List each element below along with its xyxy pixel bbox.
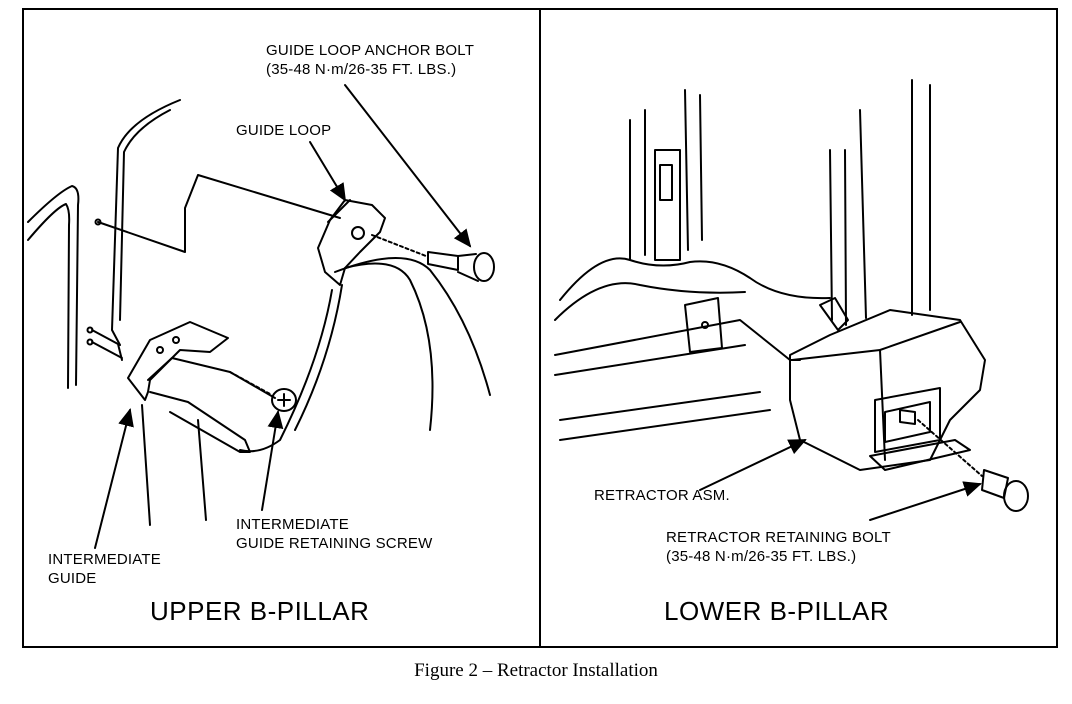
upper-panel-title: UPPER B-PILLAR [150, 596, 370, 626]
anchor-bolt-torque-label: (35-48 N·m/26-35 FT. LBS.) [266, 61, 457, 78]
retractor-bolt-torque-label: (35-48 N·m/26-35 FT. LBS.) [666, 548, 857, 565]
retaining-screw-label-line1: INTERMEDIATE [236, 516, 349, 533]
retaining-screw-label-line2: GUIDE RETAINING SCREW [236, 535, 433, 552]
retractor-bolt-label: RETRACTOR RETAINING BOLT [666, 529, 891, 546]
panel-divider [539, 8, 541, 648]
guide-loop-label: GUIDE LOOP [236, 122, 332, 139]
anchor-bolt-label: GUIDE LOOP ANCHOR BOLT [266, 42, 475, 59]
intermediate-guide-label-line1: INTERMEDIATE [48, 551, 161, 568]
lower-pillar-drawing [554, 79, 1029, 521]
retractor-asm-label: RETRACTOR ASM. [594, 487, 730, 504]
intermediate-guide-label-line2: GUIDE [48, 570, 97, 587]
lower-panel-title: LOWER B-PILLAR [664, 596, 890, 626]
upper-pillar-drawing [27, 84, 495, 549]
figure-caption: Figure 2 – Retractor Installation [414, 660, 658, 681]
